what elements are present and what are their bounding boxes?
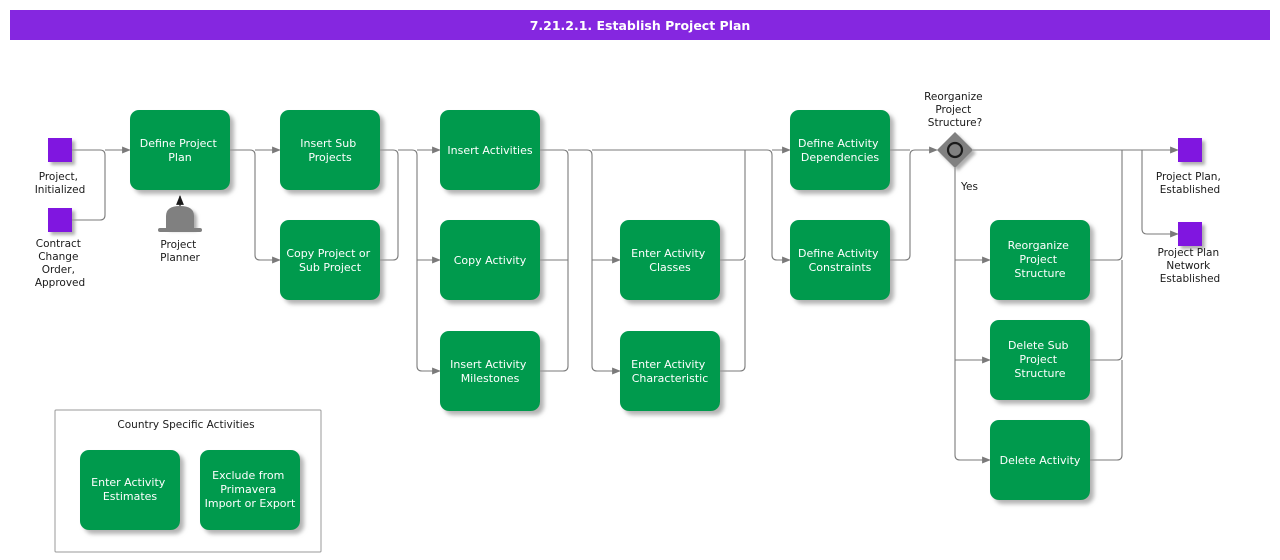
gateway-xor-circle-icon — [946, 141, 964, 159]
event-box[interactable] — [48, 138, 72, 162]
connector-right-merge-bus — [1090, 150, 1123, 261]
event-label: Project, Initialized — [35, 171, 86, 196]
activity-label: Insert Sub Projects — [300, 137, 359, 164]
country-specific-activities-group: Country Specific Activities Enter Activi… — [54, 409, 322, 553]
connector-layer — [72, 146, 1179, 464]
activity-box[interactable] — [280, 220, 380, 300]
activity-label: Enter Activity Estimates — [91, 476, 169, 503]
activity-box[interactable] — [440, 110, 540, 190]
event-label: Project Plan Network Established — [1158, 247, 1223, 285]
activity-label: Insert Activity Milestones — [450, 358, 530, 385]
event-project-plan-network-established[interactable]: Project Plan Network Established — [1158, 222, 1223, 285]
hat-brim-icon — [158, 228, 202, 232]
activity-box[interactable] — [280, 110, 380, 190]
activity-delete-sub-project-structure[interactable]: Delete Sub Project Structure — [990, 320, 1090, 400]
activity-label: Delete Activity — [1000, 454, 1081, 467]
connector-col1-bus — [230, 149, 281, 264]
activity-box[interactable] — [990, 420, 1090, 500]
activity-label: Delete Sub Project Structure — [1008, 339, 1072, 380]
activity-define-project-plan[interactable]: Define Project Plan — [130, 110, 230, 190]
activity-insert-activity-milestones[interactable]: Insert Activity Milestones — [440, 331, 540, 411]
activity-box[interactable] — [790, 110, 890, 190]
gateway-question-label: Reorganize Project Structure? — [924, 91, 986, 129]
gateway-diamond-icon[interactable] — [937, 132, 973, 168]
connector-right-merge-delete-activity — [1090, 360, 1123, 461]
activity-label: Reorganize Project Structure — [1008, 239, 1073, 280]
activity-label: Define Project Plan — [140, 137, 221, 164]
group-title: Country Specific Activities — [117, 419, 254, 431]
bowler-hat-icon — [166, 206, 194, 228]
activity-exclude-from-primavera-import-or-export[interactable]: Exclude from Primavera Import or Export — [200, 450, 300, 530]
activity-define-activity-dependencies[interactable]: Define Activity Dependencies — [790, 110, 890, 190]
activity-label: Enter Activity Characteristic — [631, 358, 709, 385]
event-label: Project Plan, Established — [1156, 171, 1224, 196]
activity-label: Exclude from Primavera Import or Export — [205, 469, 296, 510]
event-label: Contract Change Order, Approved — [35, 238, 85, 289]
activity-label: Copy Project or Sub Project — [286, 247, 373, 274]
connector-col4-merge-lower — [720, 260, 746, 372]
activity-box[interactable] — [440, 331, 540, 411]
activity-reorganize-project-structure[interactable]: Reorganize Project Structure — [990, 220, 1090, 300]
activity-box[interactable] — [130, 110, 230, 190]
gateway-branch-label-yes: Yes — [960, 181, 978, 193]
activity-insert-activities[interactable]: Insert Activities — [440, 110, 540, 190]
activity-enter-activity-estimates[interactable]: Enter Activity Estimates — [80, 450, 180, 530]
event-box[interactable] — [1178, 138, 1202, 162]
event-project-initialized[interactable]: Project, Initialized — [35, 138, 86, 196]
event-box[interactable] — [48, 208, 72, 232]
activity-copy-activity[interactable]: Copy Activity — [440, 220, 540, 300]
activity-copy-project-or-sub-project[interactable]: Copy Project or Sub Project — [280, 220, 380, 300]
activity-box[interactable] — [990, 220, 1090, 300]
connector-start-merge-top — [72, 149, 106, 221]
connector-col2-merge — [380, 149, 399, 261]
activity-label: Define Activity Dependencies — [798, 137, 882, 164]
diagram-title-bar: 7.21.2.1. Establish Project Plan — [10, 10, 1270, 40]
connector-col5-merge — [890, 146, 938, 261]
activity-label: Insert Activities — [447, 144, 532, 157]
activity-box[interactable] — [620, 220, 720, 300]
connector-right-merge-delete-sub — [1090, 260, 1123, 361]
activity-box[interactable] — [990, 320, 1090, 400]
page-title: 7.21.2.1. Establish Project Plan — [529, 17, 751, 33]
role-label: Project Planner — [160, 239, 200, 264]
event-contract-change-order-approved[interactable]: Contract Change Order, Approved — [35, 208, 85, 289]
activity-define-activity-constraints[interactable]: Define Activity Constraints — [790, 220, 890, 300]
activity-enter-activity-classes[interactable]: Enter Activity Classes — [620, 220, 720, 300]
activity-insert-sub-projects[interactable]: Insert Sub Projects — [280, 110, 380, 190]
activity-box[interactable] — [80, 450, 180, 530]
event-project-plan-established[interactable]: Project Plan, Established — [1156, 138, 1224, 196]
event-box[interactable] — [1178, 222, 1202, 246]
activity-box[interactable] — [200, 450, 300, 530]
activity-box[interactable] — [440, 220, 540, 300]
activity-box[interactable] — [620, 331, 720, 411]
connector-to-project-plan-network-established — [1141, 150, 1179, 238]
connector-col4-merge — [720, 150, 746, 261]
activity-box[interactable] — [790, 220, 890, 300]
connector-gateway-yes-bus — [954, 168, 991, 464]
activity-delete-activity[interactable]: Delete Activity — [990, 420, 1090, 500]
activity-label: Define Activity Constraints — [798, 247, 882, 274]
role-project-planner[interactable]: Project Planner — [158, 195, 202, 264]
activity-label: Enter Activity Classes — [631, 247, 709, 274]
connector-col4-to-col5-bus — [745, 149, 791, 264]
activity-enter-activity-characteristic[interactable]: Enter Activity Characteristic — [620, 331, 720, 411]
gateway-reorganize-project-structure[interactable]: Reorganize Project Structure? Yes — [924, 91, 986, 193]
activity-label: Copy Activity — [454, 254, 527, 267]
